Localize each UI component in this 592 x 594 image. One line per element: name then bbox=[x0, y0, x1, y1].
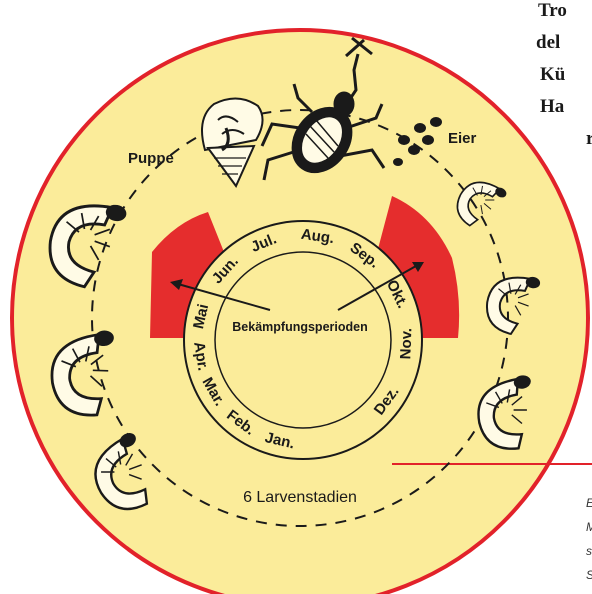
pupa-label: Puppe bbox=[128, 150, 174, 167]
larvae-label: 6 Larvenstadien bbox=[243, 489, 357, 506]
month-ring-inner bbox=[215, 252, 391, 428]
month-label: Nov. bbox=[397, 328, 415, 360]
center-label: Bekämpfungsperioden bbox=[232, 320, 367, 334]
eggs-label: Eier bbox=[448, 130, 477, 147]
